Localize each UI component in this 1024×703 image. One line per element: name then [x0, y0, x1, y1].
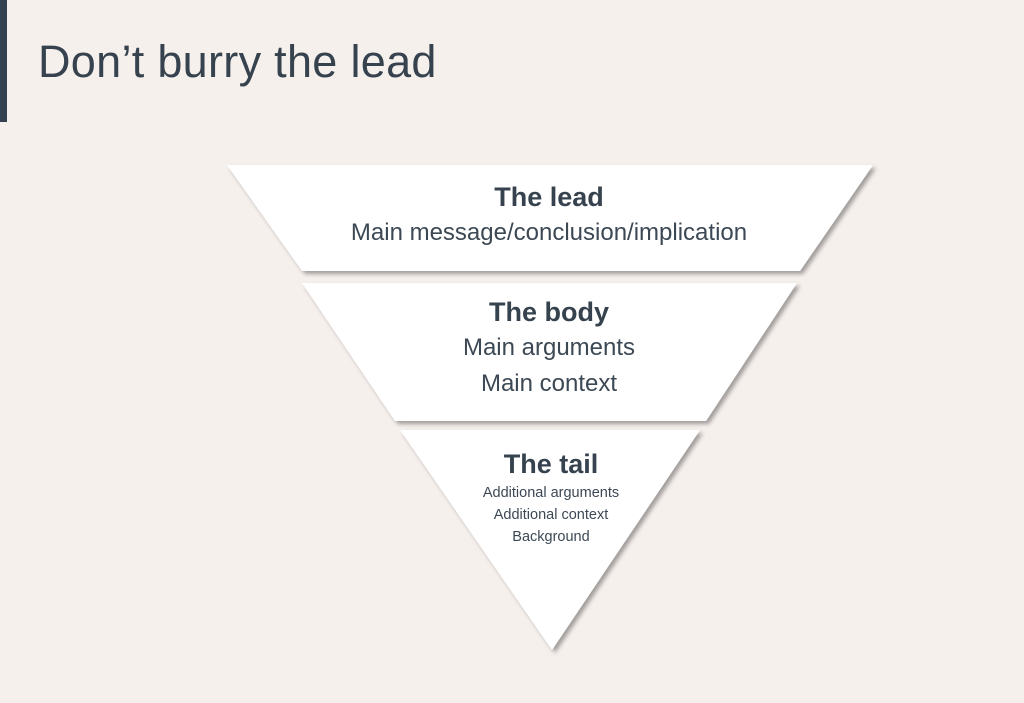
tail-line: Background	[512, 529, 590, 545]
slide-title: Don’t burry the lead	[38, 36, 437, 87]
body-heading: The body	[488, 297, 609, 327]
pyramid-level-lead	[227, 165, 873, 271]
body-label: The body Main arguments Main context	[463, 297, 635, 402]
tail-heading: The tail	[503, 449, 599, 479]
tail-line: Additional arguments	[482, 485, 620, 501]
title-accent-bar	[0, 0, 7, 122]
lead-label: The lead Main message/conclusion/implica…	[351, 182, 747, 251]
body-line: Main arguments	[462, 334, 636, 361]
pyramid-level-body	[302, 283, 797, 421]
lead-line: Main message/conclusion/implication	[350, 219, 748, 246]
pyramid-level-tail	[400, 430, 700, 650]
lead-heading: The lead	[494, 182, 604, 212]
tail-line: Additional context	[493, 507, 609, 523]
tail-label: The tail Additional arguments Additional…	[483, 449, 619, 548]
body-line: Main context	[480, 370, 618, 397]
